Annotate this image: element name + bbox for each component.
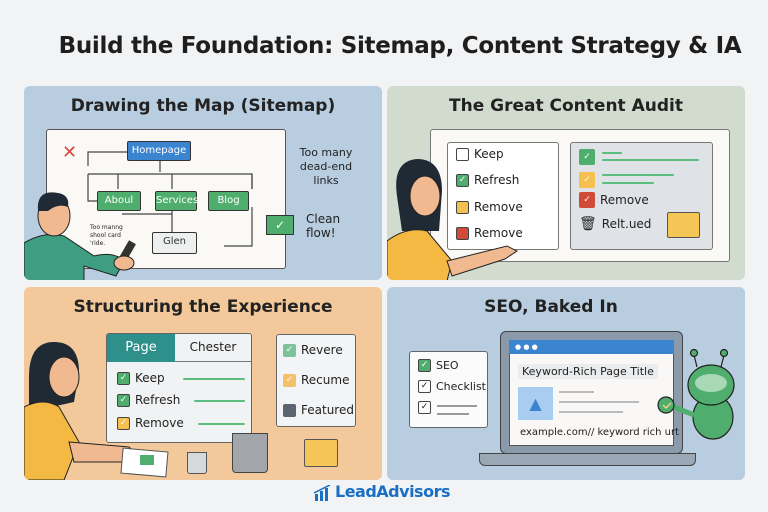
services-node: Services [155,191,198,211]
text-line [437,405,477,407]
checklist-checklist[interactable]: ✓ Checklist [418,380,486,393]
browser-titlebar: ● ● ● [509,340,674,354]
side-item-revere: ✓ Revere [283,343,343,357]
woman-illustration [24,342,169,480]
item-label: Recume [301,373,350,387]
homepage-node: Homepage [127,141,191,161]
text-line [602,159,699,161]
image-icon: ▲ [518,387,553,420]
audit-item-keep[interactable]: Keep [456,147,504,161]
trash-icon: 🗑 [579,216,597,232]
item-label: Remove [600,193,649,207]
text-line [559,391,594,393]
page-title: Build the Foundation: Sitemap, Content S… [58,33,742,59]
text-line [602,174,674,176]
item-label: Checklist [436,380,486,393]
clean-flow-label: Clean flow! [306,212,341,240]
check-icon: ✓ [266,215,294,235]
item-label: SEO [436,359,459,372]
brand-name: LeadAdvisors [335,482,450,501]
item-label: Remove [474,200,523,214]
folder-icon [283,403,296,417]
structure-panel: Structuring the Experience Page Chester … [24,287,382,480]
checkbox-icon[interactable]: ✓ [117,371,130,385]
panel-title: Structuring the Experience [73,297,333,317]
note-left: Too manng shool card 'ride. [90,224,123,247]
audit-panel: The Great Content Audit Keep ✓ Refresh Re… [387,86,745,280]
structure-item-remove[interactable]: ✓ Remove [117,416,184,430]
text-line [198,423,245,425]
item-label: Keep [135,371,165,385]
checkbox-icon[interactable]: ✓ [418,401,431,414]
man-illustration [24,192,136,280]
laptop-base [479,453,696,466]
item-label: Remove [135,416,184,430]
checkbox-icon[interactable] [456,200,469,214]
text-line [559,401,639,403]
about-node: Aboul [97,191,141,211]
structure-item-keep[interactable]: ✓ Keep [117,371,165,385]
check-yellow-icon: ✓ [579,172,595,188]
item-label: Refresh [135,393,181,407]
text-line [183,378,245,380]
checkbox-icon[interactable]: ✓ [456,173,469,187]
trash-large-icon [232,433,268,473]
tab-chester[interactable]: Chester [175,334,251,362]
seo-checklist [409,351,488,428]
panel-title: Drawing the Map (Sitemap) [70,96,336,116]
sitemap-panel: Drawing the Map (Sitemap) ✕ Homepage Abo… [24,86,382,280]
woman-illustration [387,159,518,280]
check-icon: ✓ [283,343,296,357]
detail-related: 🗑 Relt.ued [579,216,651,232]
sitemap-connectors [87,151,253,247]
text-line [602,152,622,154]
structure-item-refresh[interactable]: ✓ Refresh [117,393,180,407]
audit-item-refresh[interactable]: ✓ Refresh [456,173,519,187]
side-item-recume: ✓ Recume [283,373,349,387]
checklist-empty[interactable]: ✓ [418,401,431,414]
url-text: example.com// keyword rich urt [520,427,680,438]
text-line [437,413,469,415]
seo-panel: SEO, Baked In ✓ SEO ✓ Checklist ✓ ● ● ● Ke… [387,287,745,480]
note-dead-end: Too many dead-end links [299,146,353,187]
item-label: Remove [474,226,523,240]
x-icon: ✕ [62,142,78,163]
tab-page[interactable]: Page [107,334,175,362]
check-red-icon: ✓ [579,192,595,208]
robot-mascot-icon [657,348,735,440]
folder-icon [304,439,338,467]
check-icon: ✓ [283,373,296,387]
trash-small-icon [187,452,207,474]
checkbox-icon[interactable] [456,147,469,161]
brand-logo[interactable]: LeadAdvisors [314,482,450,501]
checkbox-icon[interactable]: ✓ [418,380,431,393]
check-green-icon: ✓ [579,149,595,165]
checkbox-icon[interactable]: ✓ [418,359,431,372]
folder-icon [667,212,700,238]
panel-title: SEO, Baked In [484,297,618,317]
audit-item-remove-yellow[interactable]: Remove [456,200,523,214]
item-label: Refresh [474,173,520,187]
item-label: Relt.ued [601,217,652,231]
audit-item-remove-red[interactable]: Remove [456,226,523,240]
bar-chart-logo-icon [314,485,331,501]
checklist-seo[interactable]: ✓ SEO [418,359,459,372]
text-line [194,400,245,402]
item-label: Featured [301,403,354,417]
panel-title: The Great Content Audit [449,96,683,116]
clean-node: Glen [152,232,197,254]
detail-remove: ✓ Remove [579,192,649,208]
text-line [559,411,623,413]
checkbox-icon[interactable]: ✓ [117,416,130,430]
page-title-field: Keyword-Rich Page Title [518,364,658,379]
checkbox-icon[interactable]: ✓ [117,393,130,407]
side-item-featured: Featured [283,403,354,417]
text-line [602,182,654,184]
item-label: Keep [474,147,504,161]
item-label: Revere [301,343,343,357]
blog-node: Blog [208,191,249,211]
checkbox-icon[interactable] [456,226,469,240]
